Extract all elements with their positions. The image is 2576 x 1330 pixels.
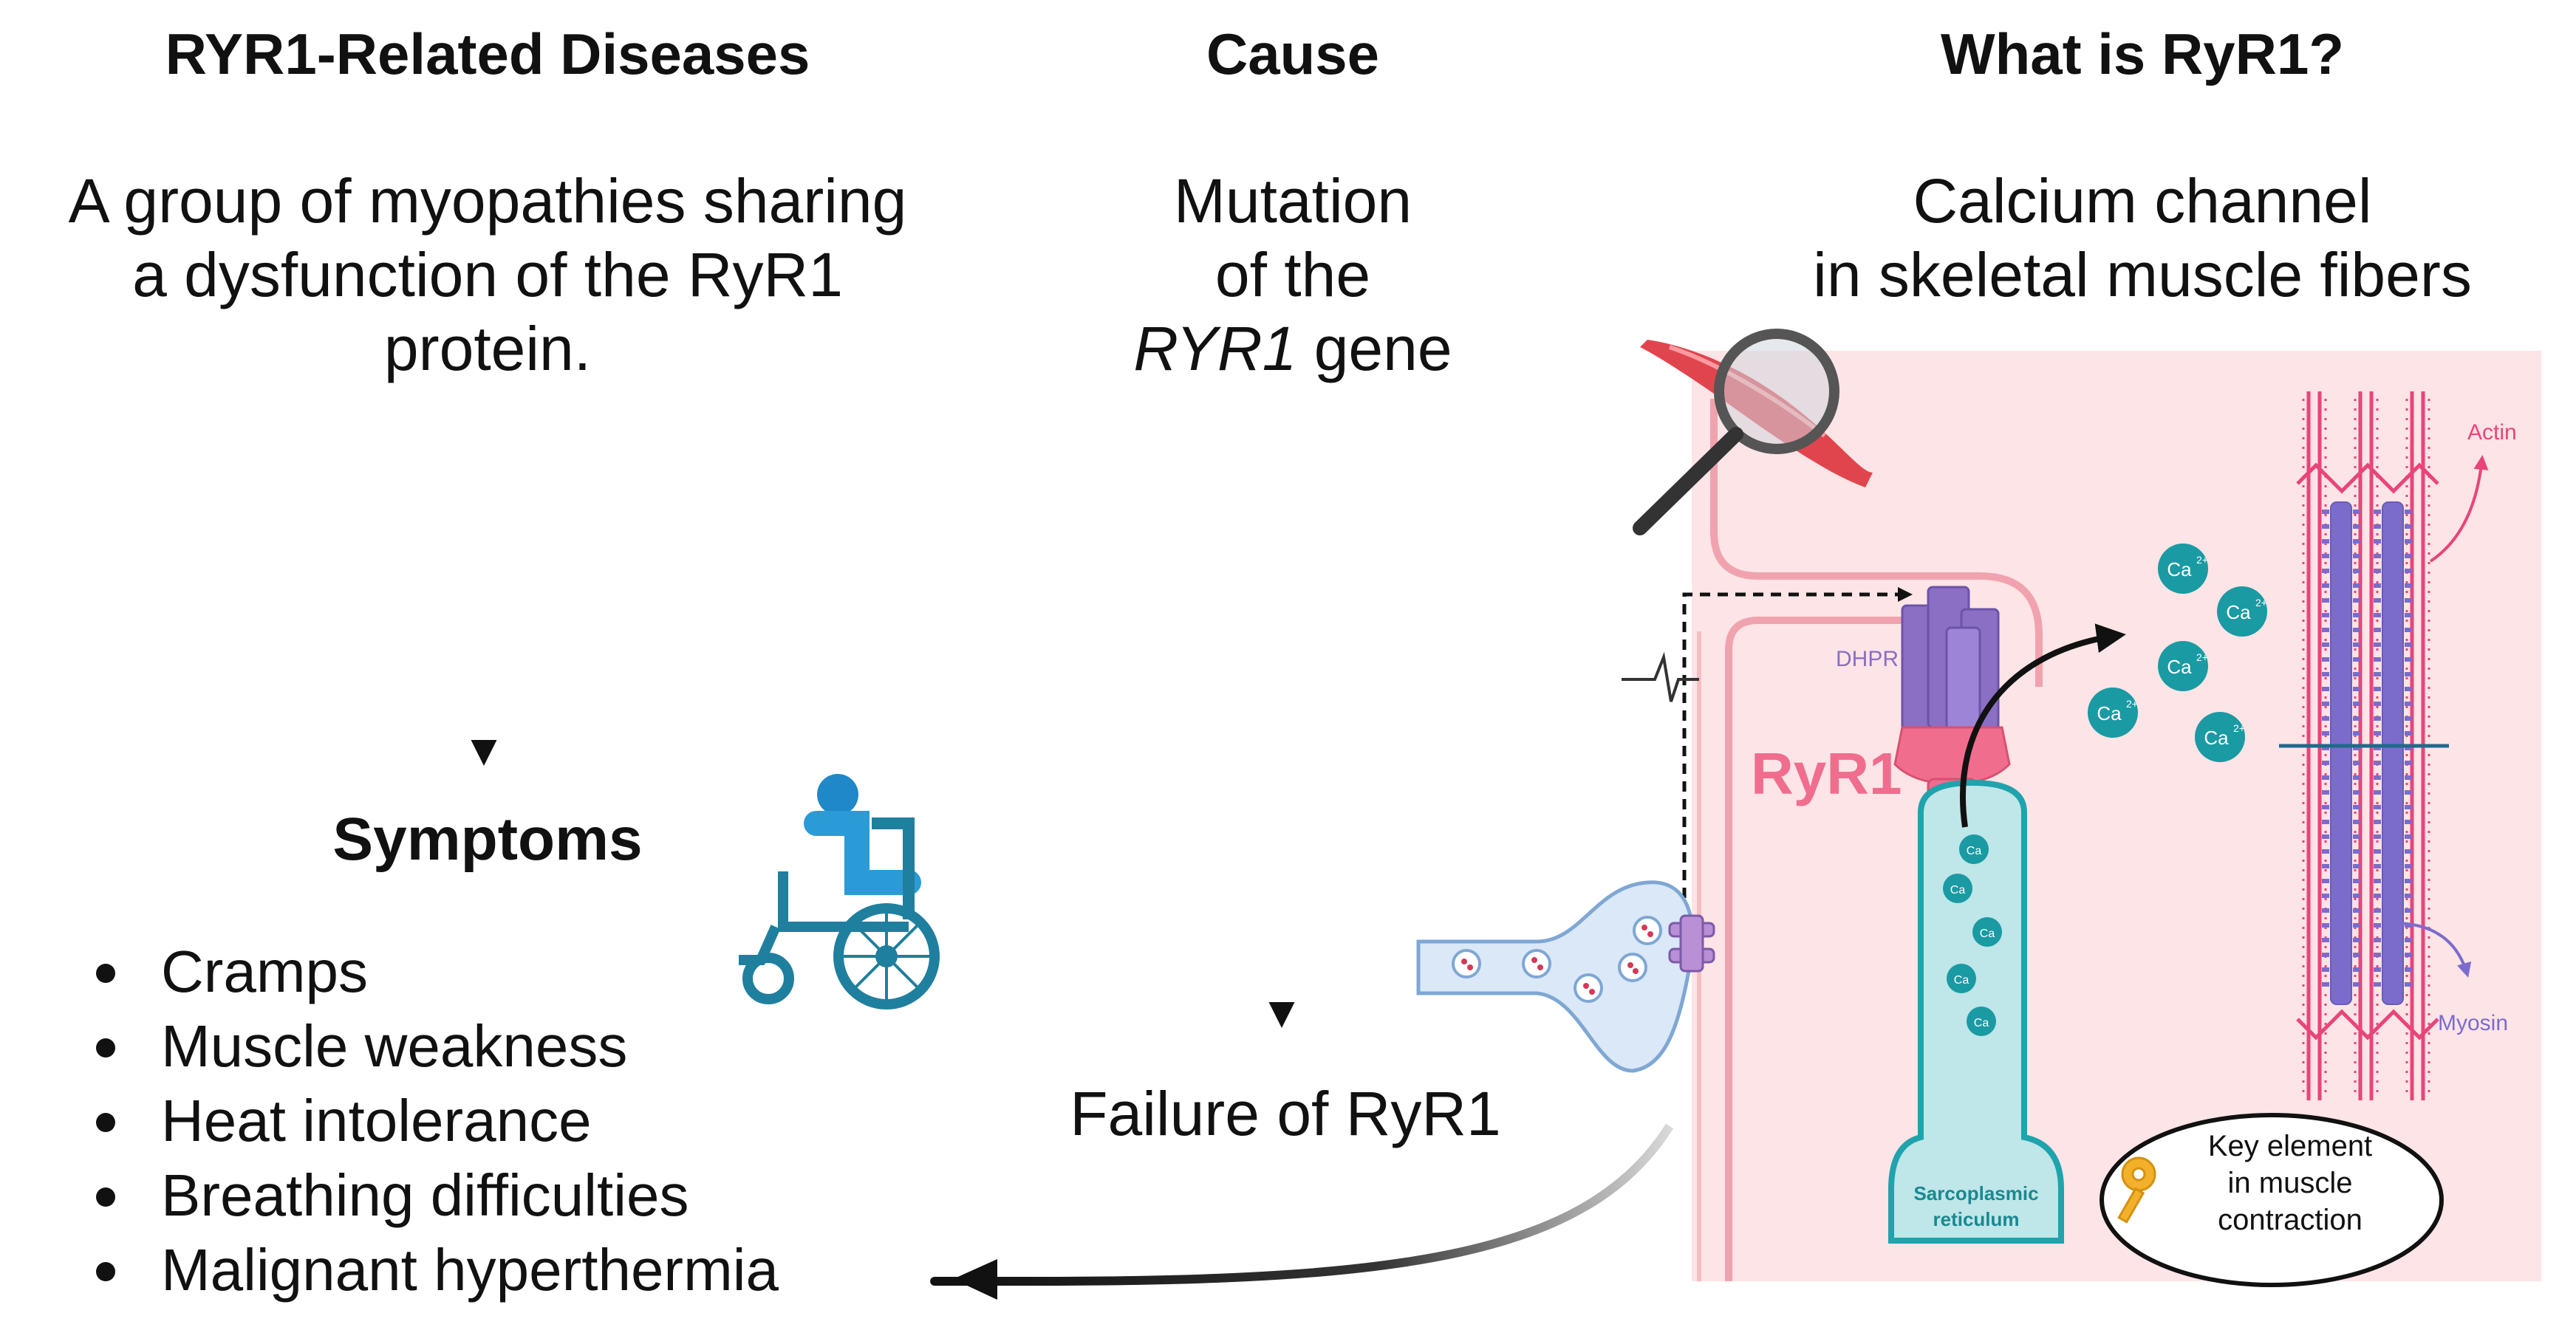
svg-text:Ca: Ca	[2097, 702, 2122, 724]
ca-ion-icon: Ca	[1967, 1007, 1996, 1036]
diseases-desc-line-3: protein.	[383, 314, 592, 383]
failure-of-ryr1-label: Failure of RyR1	[1070, 1079, 1501, 1148]
diseases-title: RYR1-Related Diseases	[165, 21, 810, 86]
ca-ion-icon: Ca 2+	[2158, 544, 2208, 594]
diseases-desc-line-2: a dysfunction of the RyR1	[132, 240, 843, 309]
svg-text:Ca: Ca	[1967, 845, 1982, 857]
sr-label-line-1: Sarcoplasmic	[1913, 1182, 2038, 1204]
ca-ion-icon: Ca 2+	[2195, 712, 2245, 762]
key-element-callout: Key element in muscle contraction	[2100, 1113, 2444, 1287]
symptom-item: Heat intolerance	[89, 1083, 779, 1158]
released-calcium-ions: Ca 2+ Ca 2+ Ca 2+ Ca 2+ Ca 2+	[2088, 544, 2267, 762]
svg-text:Ca: Ca	[2167, 656, 2192, 678]
svg-text:2+: 2+	[2196, 554, 2208, 566]
sarcomere	[2279, 391, 2489, 1100]
ryr1-label: RyR1	[1751, 741, 1902, 806]
ca-ion-icon: Ca	[1947, 964, 1976, 993]
actin-label: Actin	[2467, 420, 2517, 445]
diseases-desc-line-1: A group of myopathies sharing	[68, 166, 907, 236]
cause-desc-line-2: of the	[1214, 240, 1371, 309]
svg-text:Ca: Ca	[1974, 1017, 1989, 1029]
symptom-item: Muscle weakness	[89, 1009, 779, 1083]
myosin-pointer-arrow	[2393, 922, 2472, 978]
what-desc-line-1: Calcium channel	[1913, 166, 2372, 236]
curved-arrow-head	[953, 1259, 997, 1300]
what-desc-line-2: in skeletal muscle fibers	[1813, 240, 2472, 309]
symptoms-list: Cramps Muscle weakness Heat intolerance …	[89, 934, 779, 1307]
what-is-ryr1-title: What is RyR1?	[1940, 21, 2345, 86]
symptom-item: Breathing difficulties	[89, 1158, 779, 1233]
what-description: Calcium channel in skeletal muscle fiber…	[1699, 164, 2576, 312]
nerve-terminal	[1416, 880, 1695, 1073]
gene-name: RYR1	[1133, 314, 1297, 383]
synaptic-receptor-icon	[1668, 914, 1715, 973]
action-potential-icon	[1622, 651, 1699, 702]
failure-to-symptoms-arrow	[930, 1123, 1674, 1300]
ca-ion-icon: Ca 2+	[2158, 641, 2208, 691]
ca-ion-icon: Ca 2+	[2217, 586, 2267, 637]
svg-text:2+: 2+	[2126, 698, 2138, 710]
svg-text:Ca: Ca	[1954, 974, 1969, 987]
calcium-release-arrow	[1959, 623, 2126, 828]
myosin-label: Myosin	[2438, 1011, 2508, 1035]
wheelchair-icon	[739, 774, 940, 1010]
key-text-line-2: in muscle	[2228, 1167, 2353, 1199]
sr-label-line-2: reticulum	[1933, 1208, 2019, 1230]
svg-text:2+: 2+	[2233, 722, 2245, 734]
svg-text:Ca: Ca	[1980, 928, 1995, 940]
symptom-item: Malignant hyperthermia	[89, 1233, 779, 1307]
signal-dashed-arrow	[1682, 587, 1913, 916]
key-icon	[2117, 1156, 2156, 1224]
svg-text:2+: 2+	[2196, 651, 2208, 663]
magnifier-icon	[1633, 329, 1839, 535]
cause-description: Mutation of the RYR1 gene	[1071, 164, 1514, 385]
key-text-line-1: Key element	[2208, 1130, 2372, 1162]
key-text-line-3: contraction	[2218, 1204, 2363, 1236]
svg-text:Ca: Ca	[1950, 884, 1966, 897]
dhpr-channel	[1901, 586, 2000, 744]
svg-text:2+: 2+	[2255, 597, 2267, 609]
svg-text:Ca: Ca	[2226, 601, 2251, 623]
ca-ion-icon: Ca	[1959, 834, 1989, 864]
sr-calcium-ions: Ca Ca Ca Ca Ca	[1943, 834, 2002, 1036]
ca-ion-icon: Ca	[1972, 917, 2002, 947]
svg-text:Ca: Ca	[2167, 558, 2192, 580]
svg-text:Ca: Ca	[2204, 727, 2229, 749]
actin-pointer-arrow	[2429, 455, 2489, 563]
ca-ion-icon: Ca	[1943, 874, 1972, 903]
cause-desc-line-3: RYR1 gene	[1071, 312, 1514, 385]
ca-ion-icon: Ca 2+	[2088, 688, 2138, 738]
gene-suffix: gene	[1296, 314, 1452, 383]
symptoms-title: Symptoms	[332, 806, 643, 873]
cause-title: Cause	[1206, 21, 1380, 86]
dhpr-label: DHPR	[1836, 647, 1899, 671]
cause-desc-line-1: Mutation	[1173, 166, 1412, 236]
diseases-description: A group of myopathies sharing a dysfunct…	[30, 164, 946, 385]
symptom-item: Cramps	[89, 934, 779, 1009]
